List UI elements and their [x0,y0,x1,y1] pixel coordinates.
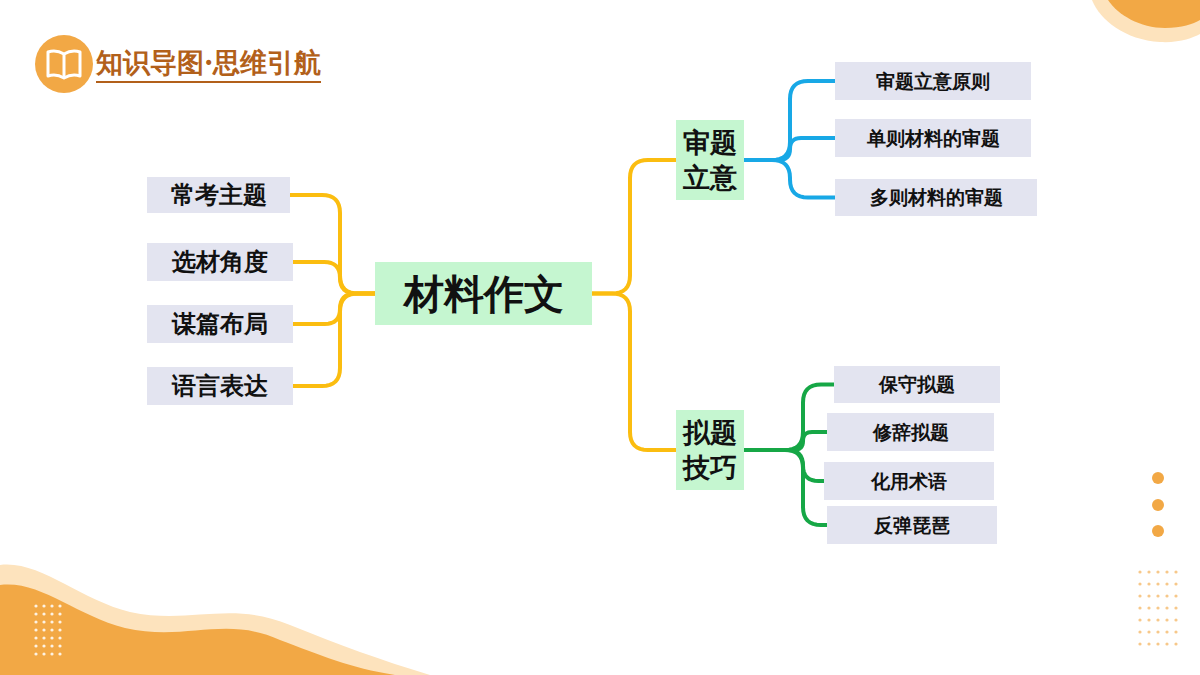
node-label: 谋篇布局 [172,310,268,339]
book-icon [48,51,80,78]
branch-connector [293,262,375,294]
node-label: 反弹琵琶 [874,514,950,537]
node-label: 拟题 技巧 [676,415,744,485]
subtopic-box: 谋篇布局 [147,305,293,343]
side-dot [1152,499,1164,511]
branch-connector [592,294,676,451]
node-label: 语言表达 [172,372,268,401]
node-label: 审题 立意 [676,125,744,195]
branch-connector [744,138,835,160]
subtopic-box: 语言表达 [147,367,293,405]
side-dot [1152,525,1164,537]
node-label: 多则材料的审题 [870,186,1003,209]
branch-connector [744,450,827,525]
branch-connector [293,294,375,325]
branch-connector [592,160,676,294]
subtopic-box: 化用术语 [824,462,994,500]
subtopic-box: 单则材料的审题 [835,119,1031,157]
node-label: 单则材料的审题 [867,127,1000,150]
dot-grid [1138,570,1177,645]
node-label: 修辞拟题 [873,421,949,444]
subtopic-box: 常考主题 [147,177,290,213]
wave-band [0,585,395,675]
dot-grid [34,604,61,655]
corner-blob [1108,0,1200,28]
topic-box: 材料作文 [375,262,592,325]
branch-connector [744,160,835,198]
topic-box: 拟题 技巧 [676,410,744,490]
subtopic-box: 多则材料的审题 [835,179,1037,216]
branch-connector [744,432,827,450]
corner-blob [1092,0,1200,42]
node-label: 选材角度 [172,248,268,277]
branch-connector [293,294,375,387]
branch-connector [744,385,834,451]
node-label: 材料作文 [404,270,564,318]
node-label: 化用术语 [871,470,947,493]
branch-connector [744,81,835,160]
subtopic-box: 选材角度 [147,243,293,281]
node-label: 保守拟题 [879,373,955,396]
book-icon [35,35,93,93]
wave-band [0,565,430,675]
subtopic-box: 修辞拟题 [827,413,994,451]
subtopic-box: 审题立意原则 [835,62,1031,100]
branch-connector [290,195,375,294]
page-title: 知识导图·思维引航 [96,46,321,83]
subtopic-box: 保守拟题 [834,366,1000,403]
subtopic-box: 反弹琵琶 [827,506,997,544]
node-label: 审题立意原则 [876,70,990,93]
branch-connector [744,450,824,481]
side-dot [1152,472,1164,484]
node-label: 常考主题 [171,181,267,210]
topic-box: 审题 立意 [676,120,744,200]
